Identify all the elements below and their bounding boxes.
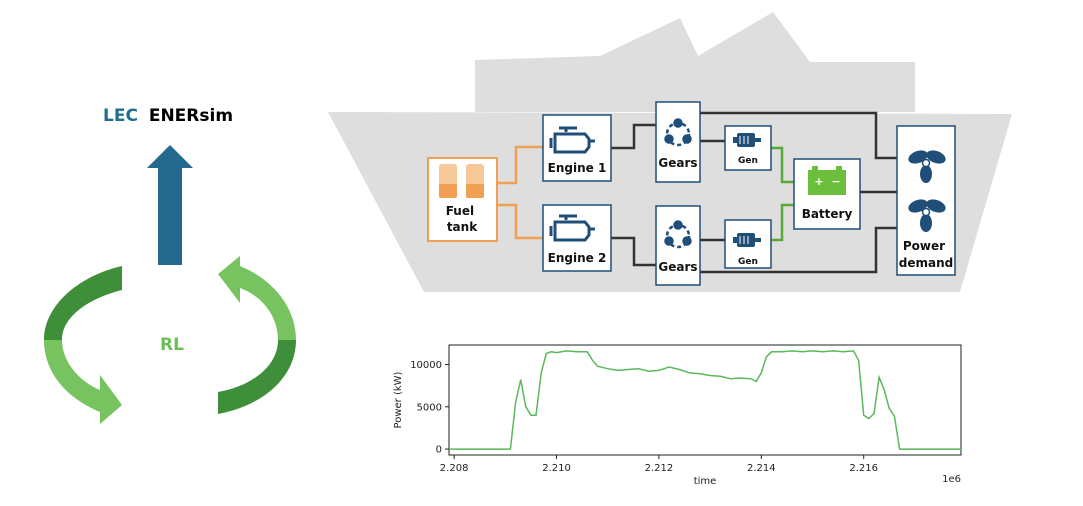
y-tick-label: 5000 xyxy=(417,402,442,413)
plot-area xyxy=(448,344,962,456)
x-axis-offset-label: 1e6 xyxy=(942,474,961,485)
fuel-tank-node: Fuel tank xyxy=(427,157,498,242)
gears-icon xyxy=(664,220,692,249)
gen-battery-line-2 xyxy=(771,203,794,242)
generator-icon xyxy=(733,133,761,147)
battery-icon: + − xyxy=(808,166,846,195)
power-demand-node: Power demand xyxy=(896,125,956,276)
ship-hull xyxy=(328,12,1012,292)
y-ticks: 0 5000 10000 xyxy=(410,360,449,456)
gen-2-label: Gen xyxy=(738,257,758,267)
engine-2-node: Engine 2 xyxy=(542,204,612,272)
loop-arrow-left-dark xyxy=(44,266,122,340)
gears-1-label: Gears xyxy=(658,156,697,170)
y-tick-label: 10000 xyxy=(410,360,442,371)
propeller-icon xyxy=(908,150,946,183)
y-tick-label: 0 xyxy=(436,445,442,456)
fuel-tank-label: Fuel tank xyxy=(446,204,479,234)
up-arrow-icon xyxy=(147,145,193,265)
propeller-icon xyxy=(908,199,946,232)
rl-loop: RL xyxy=(44,256,296,424)
gen-battery-line-1 xyxy=(771,146,794,184)
fuel-tank-icon xyxy=(439,164,484,198)
loop-arrow-right-dark xyxy=(218,340,296,414)
svg-text:+: + xyxy=(814,175,823,188)
x-tick-label: 2.210 xyxy=(542,463,571,474)
fuel-line-2 xyxy=(497,203,543,240)
battery-label: Battery xyxy=(802,207,853,221)
engine-1-node: Engine 1 xyxy=(542,114,612,182)
brand-part-lec: LEC xyxy=(103,106,138,126)
x-tick-label: 2.214 xyxy=(747,463,776,474)
gears-2-label: Gears xyxy=(658,260,697,274)
gears-icon xyxy=(664,118,692,147)
x-tick-label: 2.216 xyxy=(849,463,878,474)
x-tick-label: 2.208 xyxy=(440,463,469,474)
gears-1-node: Gears xyxy=(655,101,701,183)
fuel-line-1 xyxy=(497,145,543,185)
battery-node: + − Battery xyxy=(793,158,861,230)
brand-part-enersim: ENERsim xyxy=(149,106,233,126)
engine-1-label: Engine 1 xyxy=(548,161,607,175)
loop-arrow-right-light xyxy=(218,256,296,340)
x-axis-label: time xyxy=(694,476,717,487)
svg-text:−: − xyxy=(831,175,840,188)
shaft-line-2 xyxy=(611,236,656,267)
power-chart: 0 5000 10000 2.208 2.210 2.212 2.214 2.216 Pow… xyxy=(393,344,962,487)
gear-demand-line-1 xyxy=(700,111,897,160)
y-axis-label: Power (kW) xyxy=(393,371,404,428)
ship-superstructure xyxy=(475,12,915,112)
gear-demand-line-2 xyxy=(700,226,897,274)
engine-icon xyxy=(549,126,595,154)
power-demand-label: Power demand xyxy=(899,239,953,270)
gears-2-node: Gears xyxy=(655,205,701,286)
engine-2-label: Engine 2 xyxy=(548,251,607,265)
engine-icon xyxy=(549,214,595,242)
shaft-line-1 xyxy=(611,123,656,150)
loop-arrow-left-light xyxy=(44,340,122,424)
ship-body xyxy=(328,112,1012,292)
gen-1-label: Gen xyxy=(738,156,758,166)
x-tick-label: 2.212 xyxy=(645,463,674,474)
power-series-line xyxy=(449,350,961,450)
rl-label: RL xyxy=(160,335,184,355)
connections xyxy=(497,111,897,274)
gen-1-node: Gen xyxy=(724,125,772,171)
generator-icon xyxy=(733,233,761,247)
x-ticks: 2.208 2.210 2.212 2.214 2.216 xyxy=(440,455,878,474)
brand-title: LEC ENERsim xyxy=(103,106,233,126)
gen-2-node: Gen xyxy=(724,219,772,269)
